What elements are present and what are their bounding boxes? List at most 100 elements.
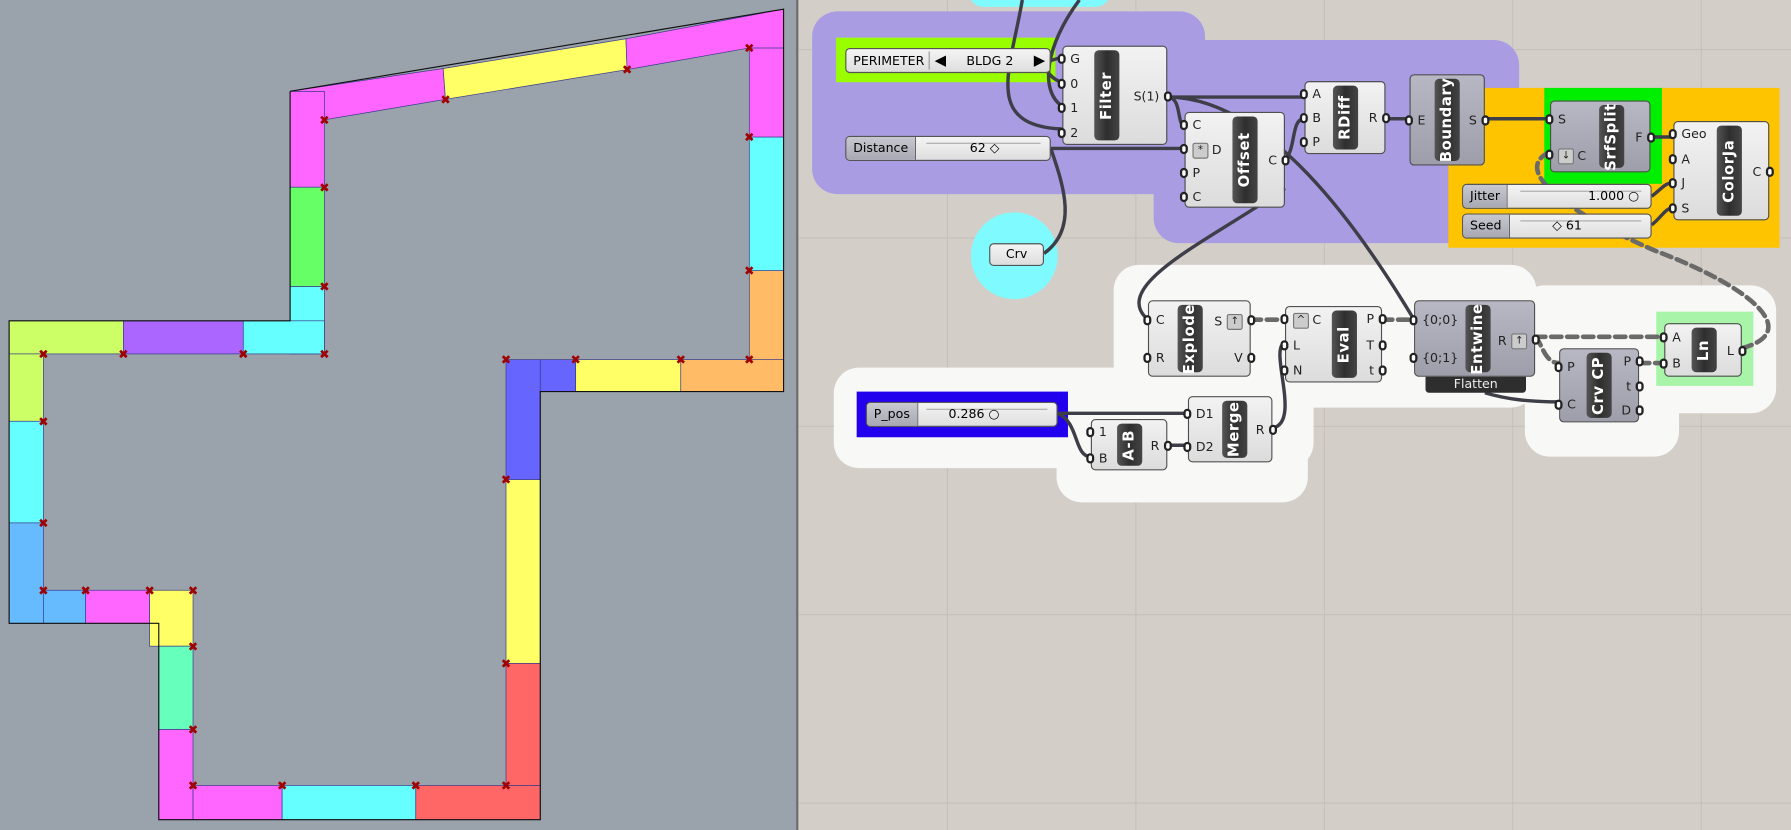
input-port[interactable] — [1404, 115, 1413, 126]
split-surface-segment[interactable] — [748, 136, 784, 271]
slider-track[interactable] — [926, 408, 1048, 416]
input-port[interactable] — [1280, 314, 1289, 325]
input-port[interactable] — [1179, 191, 1188, 202]
graft-icon[interactable]: ↑ — [1226, 313, 1243, 330]
rdiff-title-bar[interactable]: RDiff — [1332, 85, 1359, 150]
merge-title-bar[interactable]: Merge — [1222, 400, 1248, 458]
split-surface-segment[interactable] — [575, 359, 682, 392]
crvcp-title-bar[interactable]: Crv CP — [1586, 352, 1612, 418]
input-port[interactable] — [1086, 427, 1095, 438]
slider-track[interactable] — [1520, 190, 1642, 198]
crv-param[interactable]: Crv — [989, 243, 1044, 267]
modifier-icon[interactable]: ↓ — [1557, 148, 1574, 165]
input-port[interactable] — [1659, 358, 1668, 370]
output-port[interactable] — [1163, 90, 1172, 102]
input-port[interactable] — [1554, 362, 1563, 373]
output-port[interactable] — [1765, 166, 1774, 177]
output-port[interactable] — [1635, 356, 1644, 367]
output-port[interactable] — [1378, 339, 1387, 350]
split-surface-segment[interactable] — [158, 729, 194, 821]
boundary-title-bar[interactable]: Boundary — [1434, 77, 1460, 162]
input-port[interactable] — [1143, 353, 1152, 364]
split-surface-segment[interactable] — [505, 479, 541, 664]
split-surface-segment[interactable] — [289, 90, 325, 188]
output-port[interactable] — [1531, 333, 1540, 345]
split-surface-segment[interactable] — [748, 47, 784, 138]
slider-track[interactable] — [1520, 220, 1642, 227]
output-port[interactable] — [1247, 353, 1256, 364]
jitter-slider[interactable]: Jitter 1.000 ○ — [1462, 183, 1652, 209]
input-port[interactable] — [1545, 149, 1554, 161]
input-port[interactable] — [1668, 128, 1677, 140]
triangle-left-icon[interactable]: ◀ — [934, 51, 947, 70]
input-port[interactable] — [1668, 178, 1677, 189]
eval-title-bar[interactable]: Eval — [1331, 310, 1357, 378]
input-port[interactable] — [1299, 88, 1308, 99]
rhino-viewport[interactable]: ✖✖✖✖✖✖✖✖✖✖✖✖✖✖✖✖✖✖✖✖✖✖✖✖✖✖✖✖✖✖ — [0, 0, 799, 830]
entwine-component[interactable]: Entwine{0;0}{0;1}R↑ — [1409, 300, 1540, 377]
split-surface-segment[interactable] — [281, 785, 417, 821]
input-port[interactable] — [1409, 314, 1418, 326]
perimeter-value-list[interactable]: PERIMETER ◀ BLDG 2 ▶ — [845, 47, 1051, 74]
graft-icon[interactable]: ↑ — [1511, 332, 1528, 349]
input-port[interactable] — [1668, 153, 1677, 164]
split-surface-segment[interactable] — [85, 589, 150, 624]
split-surface-segment[interactable] — [158, 645, 194, 730]
modifier-icon[interactable]: ^ — [1292, 312, 1309, 329]
input-port[interactable] — [1299, 113, 1308, 124]
input-port[interactable] — [1143, 314, 1152, 326]
input-port[interactable] — [1280, 365, 1289, 376]
input-port[interactable] — [1057, 128, 1066, 139]
triangle-right-icon[interactable]: ▶ — [1033, 51, 1046, 70]
amb-title-bar[interactable]: A-B — [1117, 423, 1143, 466]
split-surface-segment[interactable] — [8, 522, 44, 624]
seed-slider[interactable]: Seed ◇ 61 — [1462, 213, 1652, 239]
p-pos-slider[interactable]: P_pos 0.286 ○ — [865, 401, 1058, 427]
input-port[interactable] — [1179, 167, 1188, 178]
input-port[interactable] — [1668, 203, 1677, 214]
ln-title-bar[interactable]: Ln — [1691, 327, 1717, 373]
output-port[interactable] — [1269, 424, 1278, 435]
input-port[interactable] — [1183, 408, 1192, 419]
output-port[interactable] — [1481, 115, 1490, 126]
output-port[interactable] — [1378, 365, 1387, 376]
input-port[interactable] — [1545, 113, 1554, 125]
colorja-title-bar[interactable]: ColorJa — [1716, 125, 1742, 216]
output-port[interactable] — [1738, 345, 1747, 356]
srfsplit-title-bar[interactable]: SrfSplit — [1599, 103, 1625, 170]
input-port[interactable] — [1179, 119, 1188, 130]
distance-slider[interactable]: Distance 62 ◇ — [845, 135, 1051, 161]
split-surface-segment[interactable] — [505, 662, 541, 786]
input-port[interactable] — [1659, 331, 1668, 343]
output-port[interactable] — [1281, 155, 1290, 166]
split-surface-segment[interactable] — [290, 68, 446, 121]
modifier-icon[interactable]: * — [1192, 142, 1209, 159]
output-port[interactable] — [1635, 380, 1644, 392]
input-port[interactable] — [1554, 399, 1563, 410]
input-port[interactable] — [1183, 441, 1192, 452]
input-port[interactable] — [1409, 353, 1418, 364]
output-port[interactable] — [1247, 314, 1256, 326]
split-surface-segment[interactable] — [149, 589, 194, 647]
output-port[interactable] — [1647, 131, 1656, 143]
output-port[interactable] — [1163, 440, 1172, 451]
entwine-title-bar[interactable]: Entwine — [1465, 303, 1491, 374]
explode-title-bar[interactable]: Explode — [1177, 303, 1203, 374]
input-port[interactable] — [1086, 452, 1095, 464]
output-port[interactable] — [1378, 314, 1387, 325]
offset-title-bar[interactable]: Offset — [1232, 116, 1258, 204]
split-surface-segment[interactable] — [289, 186, 325, 287]
input-port[interactable] — [1280, 339, 1289, 350]
